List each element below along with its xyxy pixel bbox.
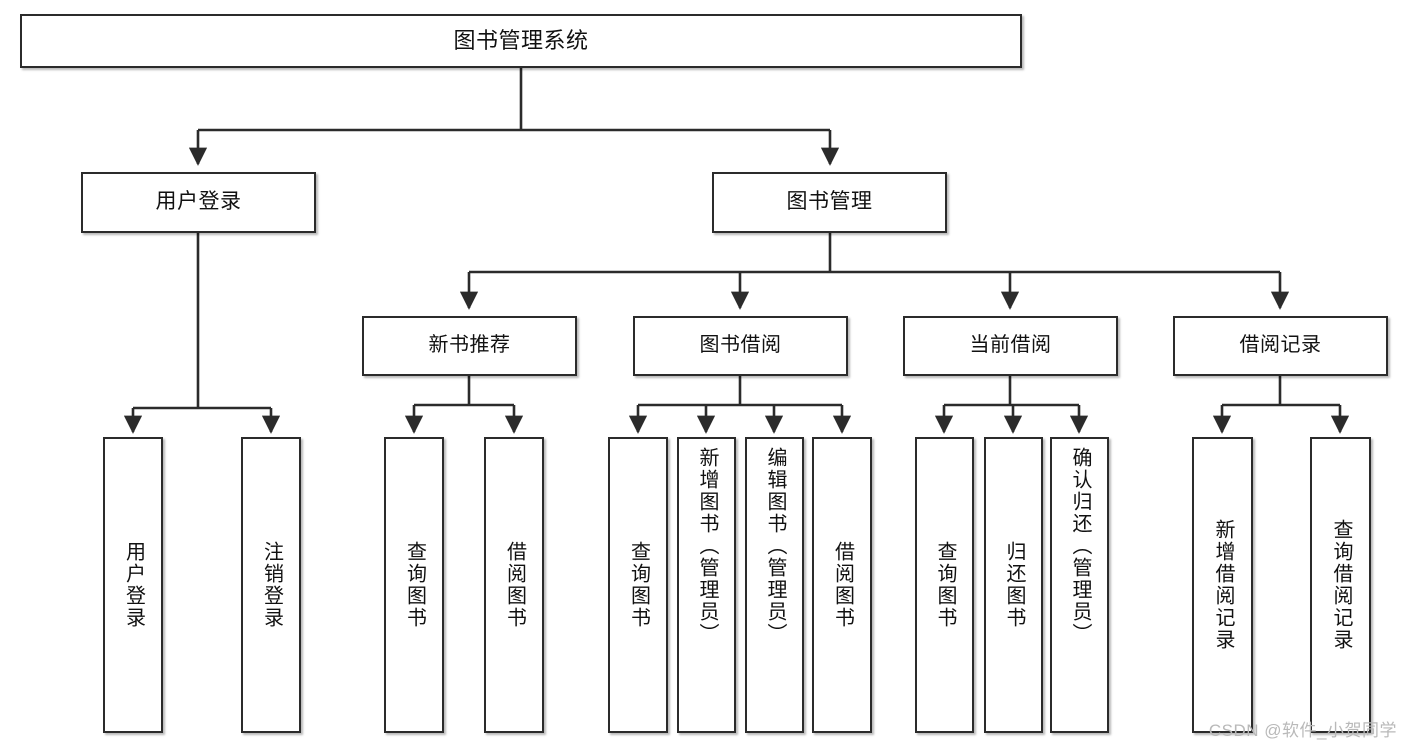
leaf-user-logout[interactable]: 注销登录 (241, 437, 301, 733)
leaf-add-borrow-record[interactable]: 新增借阅记录 (1192, 437, 1253, 733)
node-label: 归还图书 (1003, 541, 1025, 629)
node-label: 查询图书 (627, 541, 650, 629)
node-label: 查询图书 (934, 541, 956, 629)
leaf-user-login[interactable]: 用户登录 (103, 437, 163, 733)
node-user-login[interactable]: 用户登录 (81, 172, 316, 233)
node-label: 图书管理 (786, 190, 873, 214)
leaf-return-book[interactable]: 归还图书 (984, 437, 1043, 733)
node-label: 用户登录 (122, 541, 145, 629)
node-label: 新增借阅记录 (1212, 519, 1234, 651)
leaf-borrow-book-recommend[interactable]: 借阅图书 (484, 437, 544, 733)
node-label: 用户登录 (155, 190, 242, 214)
node-new-book-recommend[interactable]: 新书推荐 (362, 316, 577, 376)
watermark-text: CSDN @软件_小贺同学 (1208, 721, 1397, 740)
node-borrow-record[interactable]: 借阅记录 (1173, 316, 1388, 376)
node-book-management[interactable]: 图书管理 (712, 172, 947, 233)
node-label: 注销登录 (260, 541, 283, 629)
node-book-management-system[interactable]: 图书管理系统 (20, 14, 1022, 68)
leaf-borrow-book[interactable]: 借阅图书 (812, 437, 872, 733)
node-label: 查询借阅记录 (1330, 519, 1352, 651)
leaf-add-book-admin[interactable]: 新增图书（管理员） (677, 437, 736, 733)
node-label: 编辑图书（管理员） (764, 447, 786, 645)
leaf-query-borrow-record[interactable]: 查询借阅记录 (1310, 437, 1371, 733)
leaf-edit-book-admin[interactable]: 编辑图书（管理员） (745, 437, 804, 733)
node-book-borrow[interactable]: 图书借阅 (633, 316, 848, 376)
leaf-query-book-recommend[interactable]: 查询图书 (384, 437, 444, 733)
node-label: 借阅图书 (503, 541, 526, 629)
leaf-query-book-current[interactable]: 查询图书 (915, 437, 974, 733)
node-label: 借阅图书 (831, 541, 854, 629)
leaf-query-book-borrow[interactable]: 查询图书 (608, 437, 668, 733)
node-label: 查询图书 (403, 541, 426, 629)
node-label: 当前借阅 (969, 334, 1052, 357)
node-label: 新增图书（管理员） (696, 447, 718, 645)
node-label: 确认归还（管理员） (1069, 447, 1091, 645)
node-label: 图书借阅 (699, 334, 782, 357)
node-label: 新书推荐 (428, 334, 511, 357)
node-label: 借阅记录 (1239, 334, 1322, 357)
leaf-confirm-return-admin[interactable]: 确认归还（管理员） (1050, 437, 1109, 733)
node-label: 图书管理系统 (453, 28, 589, 54)
node-current-borrow[interactable]: 当前借阅 (903, 316, 1118, 376)
